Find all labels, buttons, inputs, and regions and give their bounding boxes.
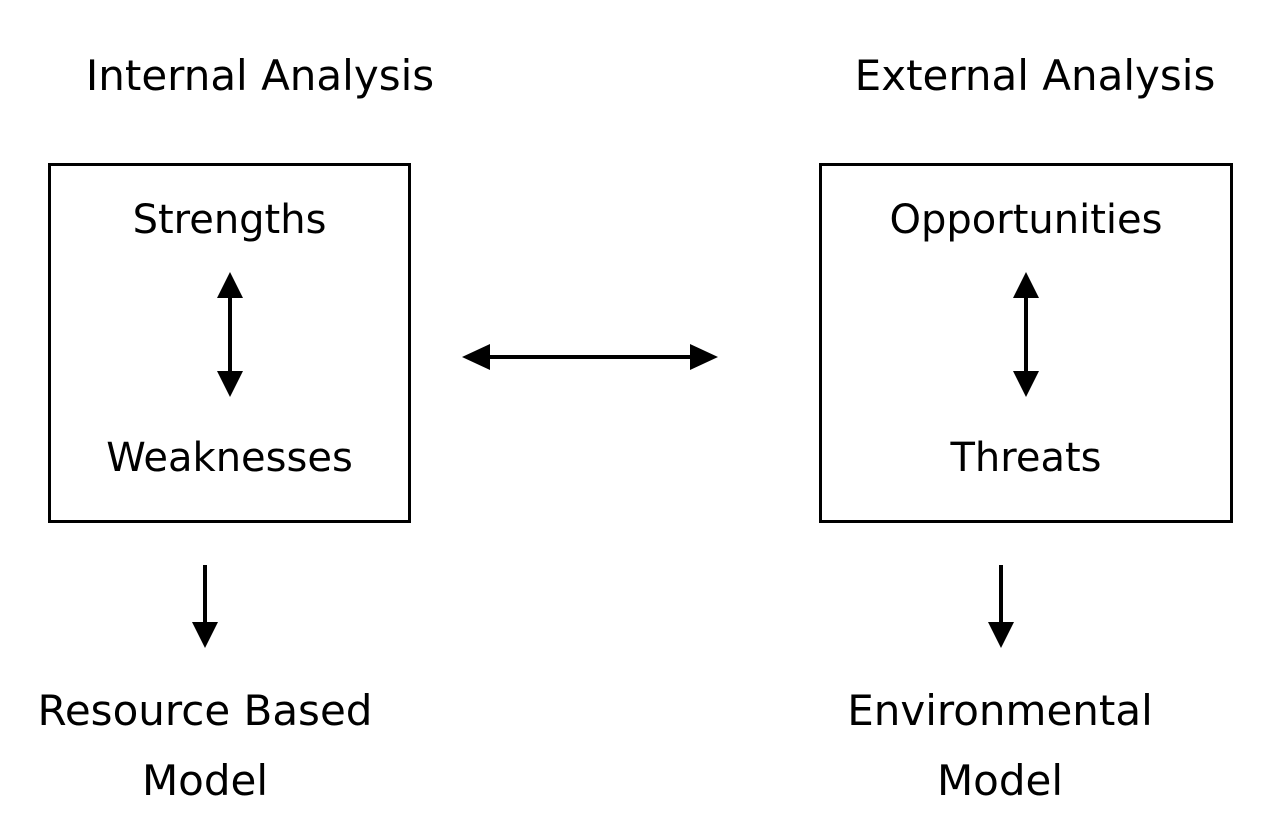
internal-vertical-double-arrow	[217, 272, 243, 397]
resource-based-model-line2: Model	[141, 756, 269, 805]
horizontal-double-arrow	[462, 344, 718, 370]
external-vertical-double-arrow	[1013, 272, 1039, 397]
environmental-model-line2: Model	[936, 756, 1064, 805]
environmental-model-label: Environmental Model	[815, 676, 1185, 816]
internal-box: Strengths Weaknesses	[48, 163, 411, 523]
opportunities-label: Opportunities	[889, 197, 1163, 243]
environmental-model-line1: Environmental	[847, 686, 1153, 735]
resource-based-model-label: Resource Based Model	[20, 676, 390, 816]
external-analysis-heading: External Analysis	[854, 51, 1216, 100]
weaknesses-label: Weaknesses	[106, 435, 353, 481]
external-box: Opportunities Threats	[819, 163, 1233, 523]
strengths-label: Strengths	[132, 197, 327, 243]
resource-based-model-line1: Resource Based	[37, 686, 373, 735]
external-down-arrow	[988, 565, 1014, 648]
internal-down-arrow	[192, 565, 218, 648]
threats-label: Threats	[950, 435, 1102, 481]
internal-analysis-heading: Internal Analysis	[85, 51, 435, 100]
